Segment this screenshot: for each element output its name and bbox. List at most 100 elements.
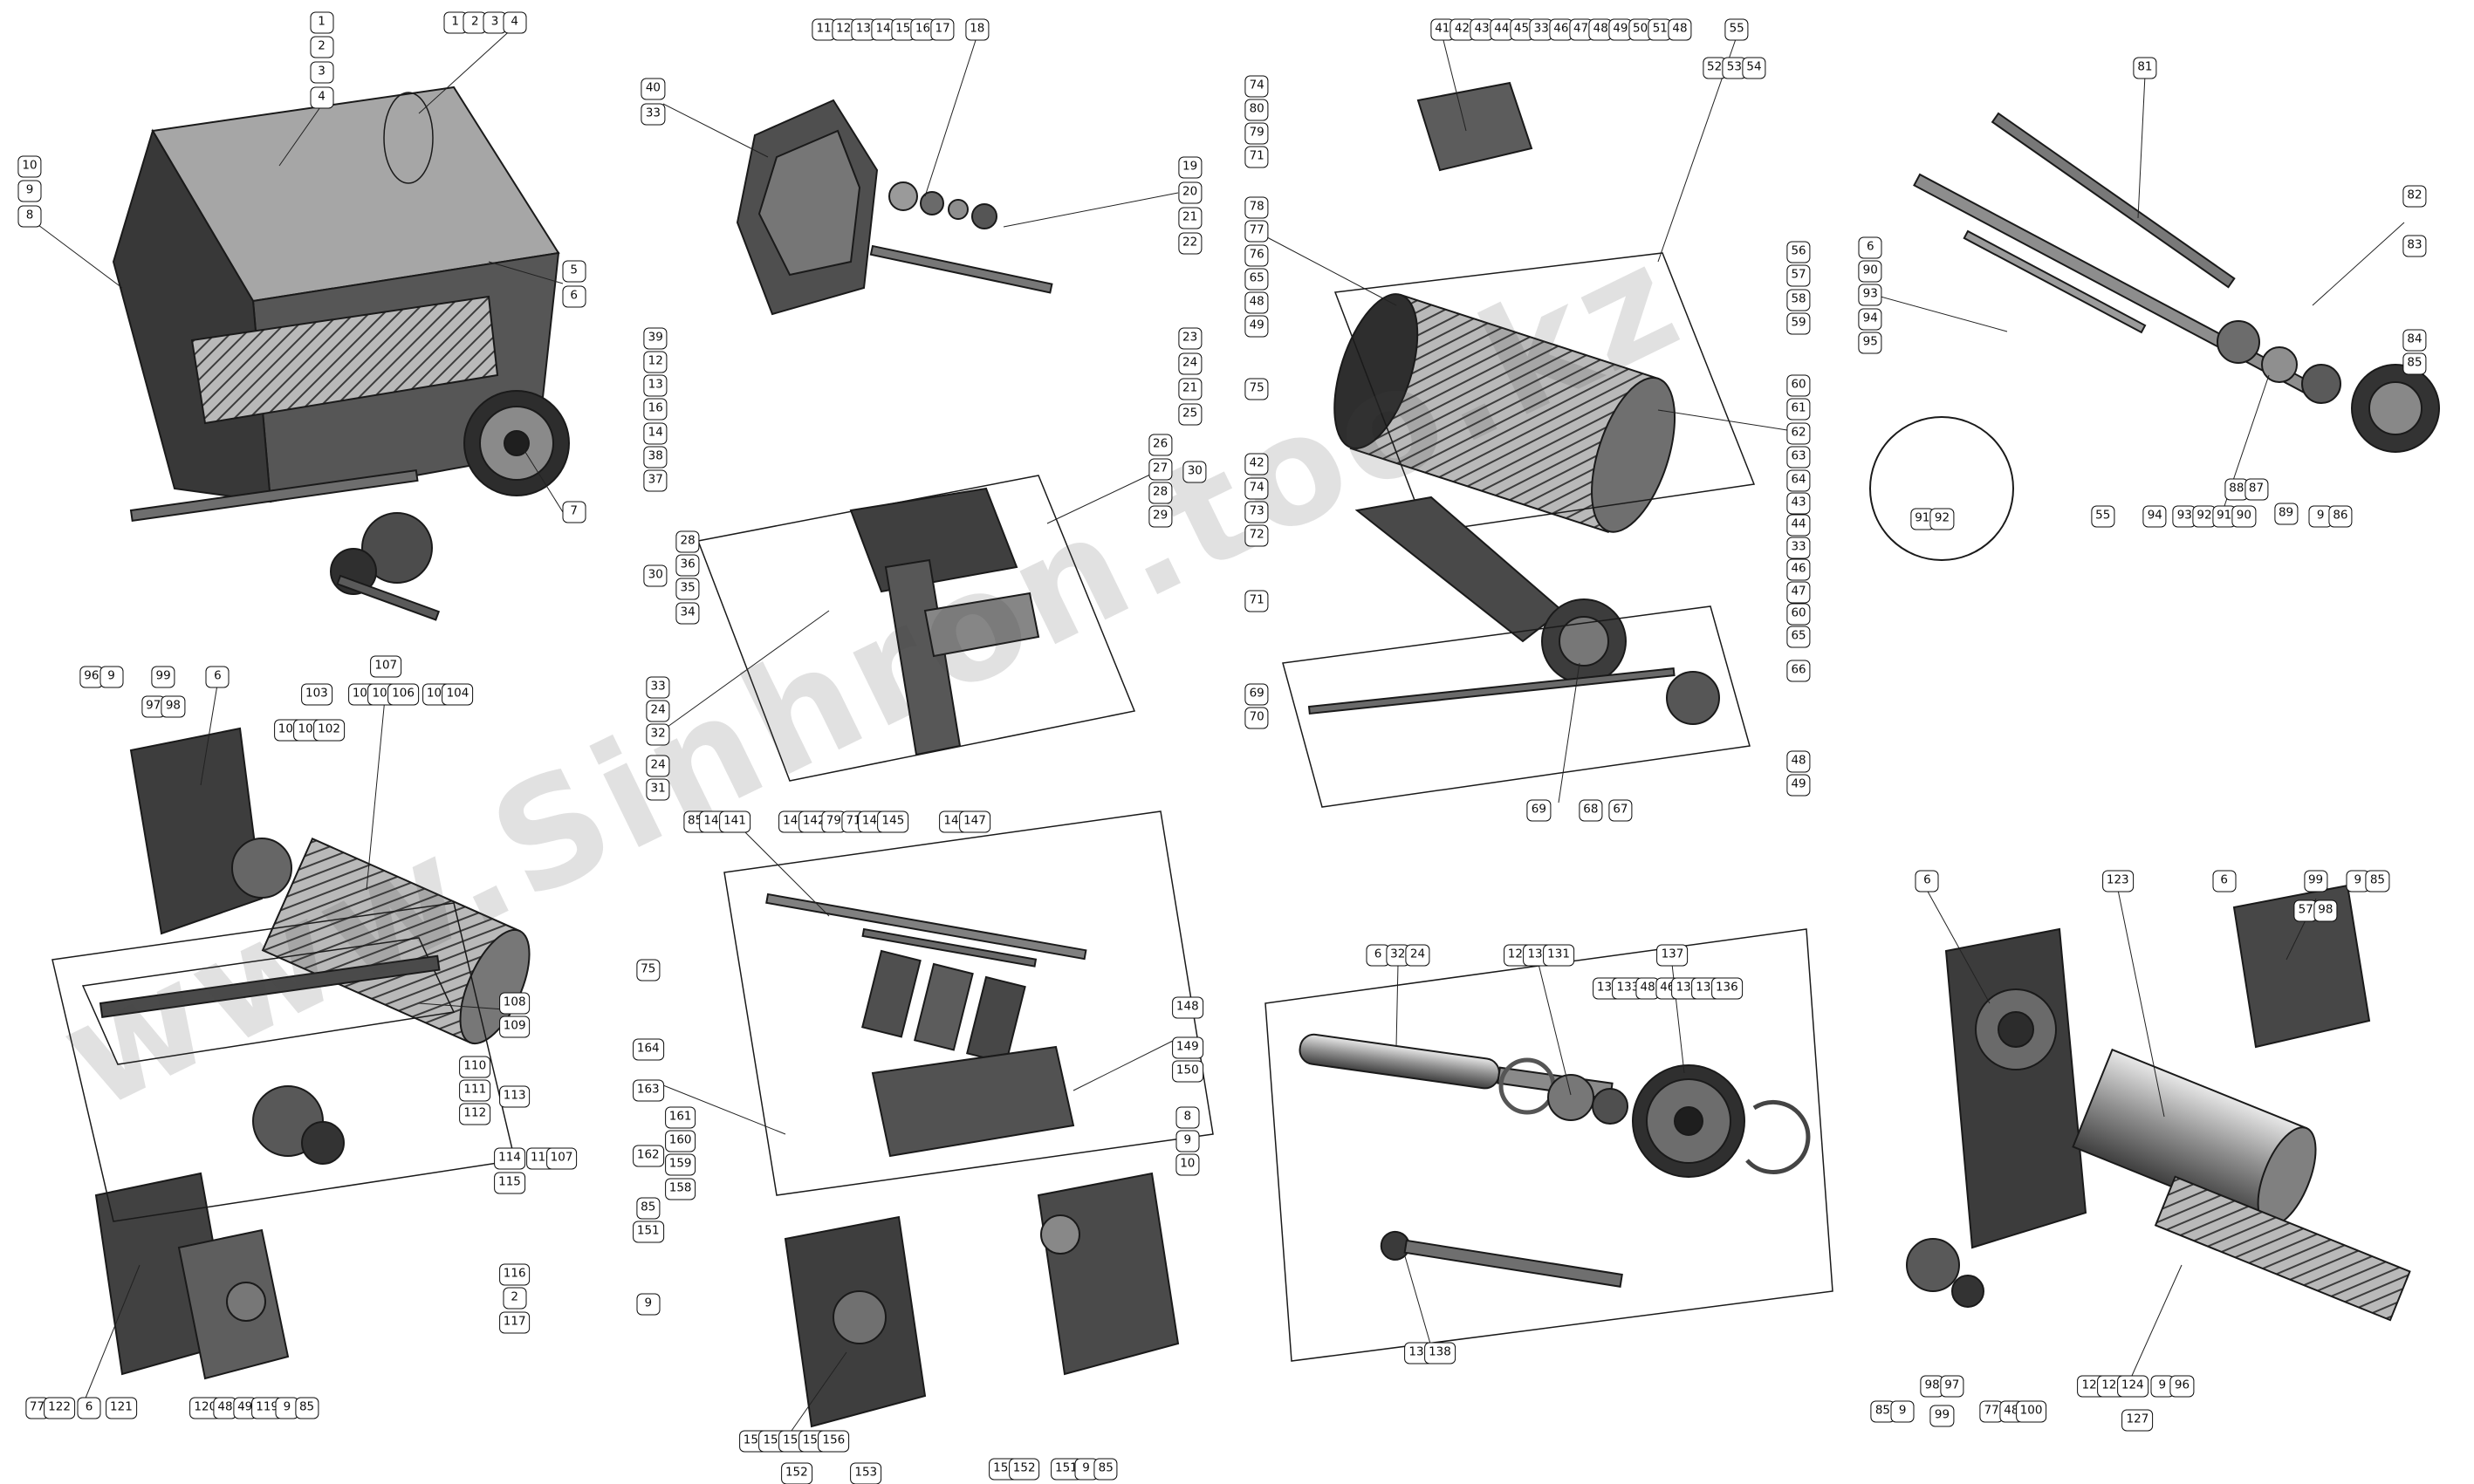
callout-99: 99 xyxy=(151,666,175,688)
callout-9: 9 xyxy=(275,1397,299,1419)
callout-96: 96 xyxy=(79,666,104,688)
callout-9: 9 xyxy=(636,1293,661,1316)
callout-12: 12 xyxy=(643,351,668,373)
callout-94: 94 xyxy=(1858,308,1882,331)
rear-roller-illustration xyxy=(1906,884,2411,1322)
callout-67: 67 xyxy=(1608,799,1633,822)
callout-1: 1 xyxy=(310,11,334,33)
callout-6: 6 xyxy=(1858,236,1882,259)
callout-24: 24 xyxy=(1405,944,1430,967)
callout-29: 29 xyxy=(1148,505,1173,528)
callout-5: 5 xyxy=(562,260,586,283)
callout-106: 106 xyxy=(387,683,419,706)
callout-131: 131 xyxy=(1543,944,1574,967)
callout-6: 6 xyxy=(562,285,586,308)
callout-55: 55 xyxy=(1724,18,1749,41)
callout-47: 47 xyxy=(1568,18,1593,41)
callout-58: 58 xyxy=(1786,289,1811,311)
callout-3: 3 xyxy=(310,61,334,84)
feed-roller-illustration xyxy=(1282,81,1756,808)
callout-74: 74 xyxy=(1244,477,1269,500)
callout-70: 70 xyxy=(1244,707,1269,729)
callout-28: 28 xyxy=(1148,482,1173,504)
callout-99: 99 xyxy=(1929,1405,1955,1427)
callout-9: 9 xyxy=(99,666,124,688)
callout-33: 33 xyxy=(641,103,666,126)
callout-16: 16 xyxy=(910,18,935,41)
callout-149: 149 xyxy=(1171,1036,1203,1059)
callout-47: 47 xyxy=(1786,581,1811,604)
callout-79: 79 xyxy=(821,810,846,833)
callout-108: 108 xyxy=(498,992,531,1015)
callout-9: 9 xyxy=(1890,1400,1915,1423)
callout-69: 69 xyxy=(1526,799,1551,822)
callout-163: 163 xyxy=(632,1079,664,1102)
callout-82: 82 xyxy=(2402,185,2427,208)
frame-assembly-illustration xyxy=(723,810,1214,1428)
callout-78: 78 xyxy=(1244,196,1269,219)
callout-15: 15 xyxy=(891,18,915,41)
callout-25: 25 xyxy=(1178,403,1203,426)
callout-110: 110 xyxy=(459,1056,491,1078)
callout-59: 59 xyxy=(1786,312,1811,335)
callout-138: 138 xyxy=(1424,1342,1456,1364)
callout-60: 60 xyxy=(1786,374,1811,397)
callout-48: 48 xyxy=(1588,18,1613,41)
callout-162: 162 xyxy=(632,1145,664,1167)
callout-85: 85 xyxy=(636,1197,661,1220)
drive-shaft-illustration xyxy=(1869,112,2440,561)
callout-6: 6 xyxy=(1915,870,1939,892)
callout-83: 83 xyxy=(2402,235,2427,257)
callout-96: 96 xyxy=(2169,1375,2195,1398)
callout-156: 156 xyxy=(818,1430,850,1453)
callout-84: 84 xyxy=(2402,329,2427,352)
callout-73: 73 xyxy=(1244,501,1269,523)
callout-9: 9 xyxy=(2346,870,2370,892)
callout-147: 147 xyxy=(959,810,990,833)
callout-49: 49 xyxy=(1786,774,1811,797)
callout-75: 75 xyxy=(1244,378,1269,400)
callout-112: 112 xyxy=(459,1103,491,1125)
callout-119: 119 xyxy=(251,1397,284,1419)
callout-55: 55 xyxy=(2091,505,2115,528)
callout-121: 121 xyxy=(106,1397,137,1419)
callout-94: 94 xyxy=(2142,505,2167,528)
callout-98: 98 xyxy=(2313,899,2338,922)
callout-158: 158 xyxy=(664,1178,696,1200)
callout-11: 11 xyxy=(812,18,836,41)
callout-90: 90 xyxy=(1858,260,1882,283)
callout-64: 64 xyxy=(1786,469,1811,492)
leader-lines xyxy=(34,25,2405,1432)
callout-9: 9 xyxy=(2150,1375,2175,1398)
callout-30: 30 xyxy=(643,564,668,587)
callout-31: 31 xyxy=(646,778,670,801)
callout-57: 57 xyxy=(1786,264,1811,287)
callout-103: 103 xyxy=(300,683,332,706)
callout-14: 14 xyxy=(871,18,895,41)
callout-76: 76 xyxy=(1244,244,1269,267)
callout-71: 71 xyxy=(1244,146,1269,168)
callout-40: 40 xyxy=(641,78,666,100)
callout-7: 7 xyxy=(562,501,586,523)
callout-61: 61 xyxy=(1786,398,1811,421)
callout-38: 38 xyxy=(643,446,668,468)
callout-42: 42 xyxy=(1244,453,1269,475)
callout-98: 98 xyxy=(161,695,186,718)
callout-10: 10 xyxy=(17,155,42,177)
callout-2: 2 xyxy=(503,1287,527,1310)
callout-42: 42 xyxy=(1449,18,1475,41)
callout-23: 23 xyxy=(1178,327,1203,350)
callout-30: 30 xyxy=(1182,461,1207,483)
callout-34: 34 xyxy=(675,602,700,624)
callout-161: 161 xyxy=(664,1106,696,1129)
callout-54: 54 xyxy=(1742,57,1766,79)
callout-37: 37 xyxy=(643,469,668,492)
callout-79: 79 xyxy=(1244,122,1269,145)
callout-77: 77 xyxy=(1244,220,1269,243)
callout-27: 27 xyxy=(1148,458,1173,481)
callout-152: 152 xyxy=(1008,1458,1040,1481)
callout-65: 65 xyxy=(1244,268,1269,291)
callout-69: 69 xyxy=(1244,683,1269,706)
callout-21: 21 xyxy=(1178,207,1203,229)
